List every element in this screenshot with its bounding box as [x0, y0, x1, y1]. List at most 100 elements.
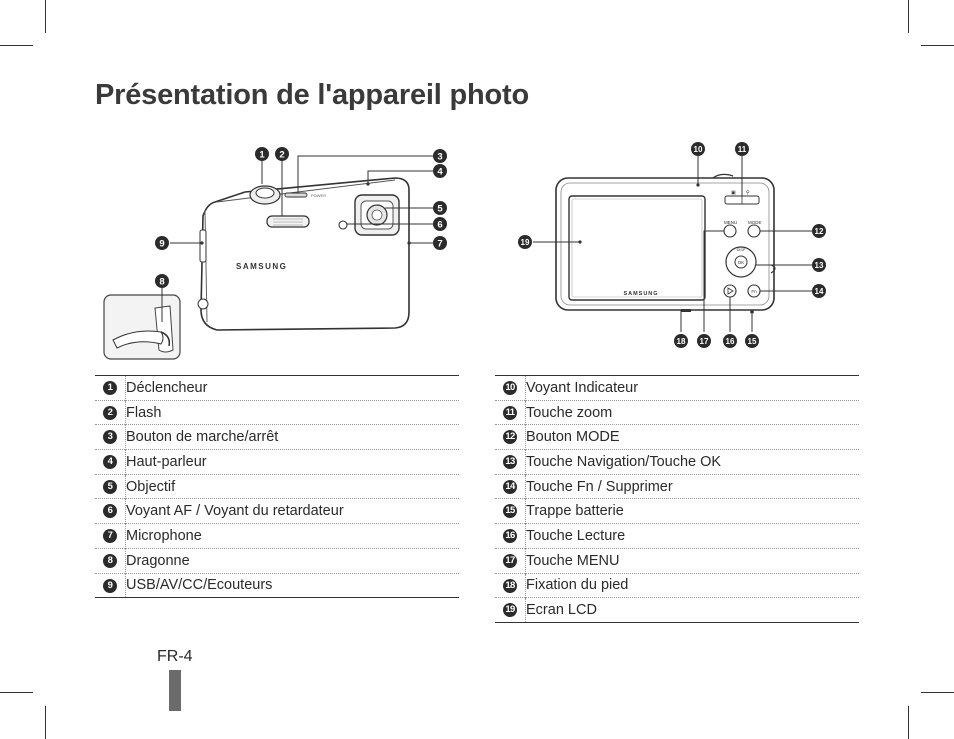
- part-label: Touche MENU: [525, 547, 859, 573]
- part-label: Voyant AF / Voyant du retardateur: [125, 498, 459, 524]
- callout-9: 9: [155, 236, 169, 250]
- callout-13: 13: [812, 258, 826, 272]
- ok-button-label: OK: [738, 260, 745, 265]
- callout-4: 4: [433, 164, 447, 178]
- crop-mark: [45, 706, 46, 739]
- callout-10: 10: [691, 142, 705, 156]
- number-bullet: 19: [503, 603, 517, 618]
- callout-14: 14: [812, 284, 826, 298]
- svg-text:16: 16: [726, 337, 735, 346]
- number-bullet: 14: [503, 479, 517, 494]
- number-bullet: 10: [503, 381, 517, 396]
- callout-7: 7: [433, 236, 447, 250]
- svg-text:19: 19: [521, 238, 530, 247]
- camera-front-illustration: POWER SAMSUNG 1 2 3 4 5 6 7 8 9: [103, 147, 447, 360]
- part-label: Haut-parleur: [125, 449, 459, 475]
- disp-label: DISP: [737, 248, 746, 252]
- part-label: Touche Lecture: [525, 523, 859, 549]
- part-label: Déclencheur: [126, 379, 208, 396]
- crop-mark: [45, 0, 46, 33]
- svg-text:15: 15: [748, 337, 757, 346]
- callout-5: 5: [433, 201, 447, 215]
- part-label: Voyant Indicateur: [526, 379, 639, 396]
- svg-text:7: 7: [437, 239, 442, 250]
- page-number: FR-4: [157, 648, 193, 665]
- callout-2: 2: [275, 147, 289, 161]
- svg-text:14: 14: [815, 287, 824, 296]
- crop-mark: [0, 692, 33, 693]
- callout-18: 18: [674, 334, 688, 348]
- table-row: 14 Touche Fn / Supprimer: [495, 473, 859, 499]
- callout-12: 12: [812, 224, 826, 238]
- svg-text:POWER: POWER: [311, 193, 326, 198]
- camera-back-illustration: ▣ ⚲ MENU MODE OK DISP Fn SAMSUNG 10 11 1…: [518, 142, 826, 348]
- part-label: Microphone: [125, 523, 459, 549]
- callout-8: 8: [155, 274, 169, 288]
- svg-text:5: 5: [437, 204, 443, 215]
- part-label: USB/AV/CC/Ecouteurs: [125, 572, 459, 598]
- number-bullet: 15: [503, 504, 517, 519]
- callout-17: 17: [697, 334, 711, 348]
- number-bullet: 3: [103, 430, 117, 445]
- callout-16: 16: [723, 334, 737, 348]
- part-label: Flash: [125, 399, 459, 425]
- part-label: Trappe batterie: [525, 498, 859, 524]
- table-row: 13 Touche Navigation/Touche OK: [495, 449, 859, 475]
- svg-text:18: 18: [677, 337, 686, 346]
- mode-button-label: MODE: [748, 220, 762, 225]
- part-label: Bouton MODE: [525, 424, 859, 450]
- table-row: 19 Ecran LCD: [495, 597, 859, 623]
- svg-text:2: 2: [279, 150, 284, 161]
- part-label: Dragonne: [125, 547, 459, 573]
- number-bullet: 5: [103, 479, 117, 494]
- page-title: Présentation de l'appareil photo: [95, 79, 529, 111]
- number-bullet: 6: [103, 504, 117, 519]
- page-tab-marker: [169, 670, 181, 711]
- table-row: 6 Voyant AF / Voyant du retardateur: [95, 498, 459, 524]
- table-row: 5 Objectif: [95, 473, 459, 499]
- svg-text:▣: ▣: [731, 190, 736, 196]
- part-label: Touche Fn / Supprimer: [525, 473, 859, 499]
- svg-text:12: 12: [815, 227, 824, 236]
- table-row: 3 Bouton de marche/arrêt: [95, 424, 459, 450]
- svg-text:13: 13: [815, 261, 824, 270]
- crop-mark: [908, 706, 909, 739]
- svg-text:4: 4: [437, 167, 443, 178]
- part-label: Ecran LCD: [525, 597, 859, 623]
- svg-text:9: 9: [159, 239, 164, 250]
- number-bullet: 7: [103, 529, 117, 544]
- crop-mark: [921, 692, 954, 693]
- part-label: Bouton de marche/arrêt: [125, 424, 459, 450]
- svg-text:⚲: ⚲: [746, 190, 750, 196]
- table-row: 10 Voyant Indicateur: [495, 375, 859, 401]
- svg-text:6: 6: [437, 220, 442, 231]
- svg-text:8: 8: [159, 277, 164, 288]
- camera-brand: SAMSUNG: [236, 262, 287, 271]
- callout-15: 15: [745, 334, 759, 348]
- callout-11: 11: [735, 142, 749, 156]
- part-label: Touche Navigation/Touche OK: [525, 449, 859, 475]
- crop-mark: [908, 0, 909, 33]
- part-label: Objectif: [125, 473, 459, 499]
- number-bullet: 13: [503, 455, 517, 470]
- svg-text:1: 1: [259, 150, 265, 161]
- crop-mark: [0, 45, 33, 46]
- number-bullet: 11: [503, 405, 517, 420]
- table-row: 15 Trappe batterie: [495, 498, 859, 524]
- number-bullet: 9: [103, 578, 117, 593]
- crop-mark: [921, 45, 954, 46]
- svg-text:11: 11: [738, 145, 747, 154]
- callout-6: 6: [433, 217, 447, 231]
- svg-text:3: 3: [437, 152, 442, 163]
